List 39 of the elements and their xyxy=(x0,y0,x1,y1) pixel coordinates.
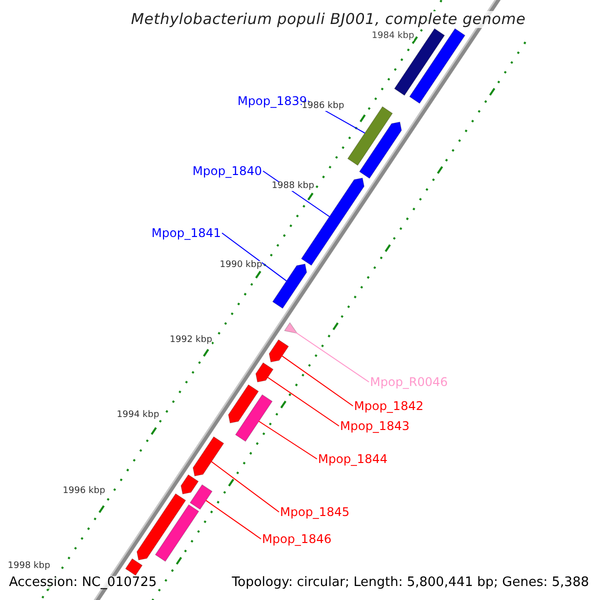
gene-segment xyxy=(347,106,393,166)
gene-label: Mpop_1844 xyxy=(318,453,388,465)
gene-segment xyxy=(180,474,199,494)
gene-segment xyxy=(190,484,213,510)
gene-label: Mpop_1845 xyxy=(280,506,350,518)
gene-segment xyxy=(256,362,274,382)
genome-stats-text: Topology: circular; Length: 5,800,441 bp; Genes: 5,388 xyxy=(232,576,589,588)
scale-label: 1998 kbp xyxy=(8,562,50,570)
gene-label: Mpop_1846 xyxy=(262,533,332,545)
gene-segment xyxy=(359,122,402,179)
gene-segment xyxy=(272,264,307,309)
gene-segment xyxy=(235,394,273,442)
gene-label: Mpop_R0046 xyxy=(370,376,448,388)
gene-segment xyxy=(136,493,186,560)
gene-segment xyxy=(125,558,143,576)
leader-line xyxy=(294,332,370,382)
accession-text: Accession: NC_010725 xyxy=(9,576,157,588)
gene-segment xyxy=(192,436,224,476)
leader-line xyxy=(210,461,280,512)
gene-label: Mpop_1840 xyxy=(192,165,262,177)
leader-line xyxy=(222,232,287,282)
scale-label: 1994 kbp xyxy=(116,410,160,420)
leader-line xyxy=(258,420,318,460)
leader-line xyxy=(267,376,340,426)
scale-label: 1992 kbp xyxy=(170,336,212,344)
gene-segment xyxy=(284,322,298,334)
gene-label: Mpop_1842 xyxy=(354,400,424,412)
leader-line xyxy=(282,355,354,406)
gene-segment xyxy=(268,339,289,362)
scale-label: 1990 kbp xyxy=(220,260,262,270)
gene-segment xyxy=(154,504,200,562)
gene-label: Mpop_1841 xyxy=(152,227,221,239)
gene-segment xyxy=(394,28,445,96)
gene-segment xyxy=(228,384,259,424)
scale-label: 1984 kbp xyxy=(372,32,414,40)
scale-label: 1996 kbp xyxy=(62,486,106,496)
leader-line xyxy=(205,500,262,540)
gene-label: Mpop_1843 xyxy=(340,420,410,432)
scale-label: 1988 kbp xyxy=(272,182,314,190)
